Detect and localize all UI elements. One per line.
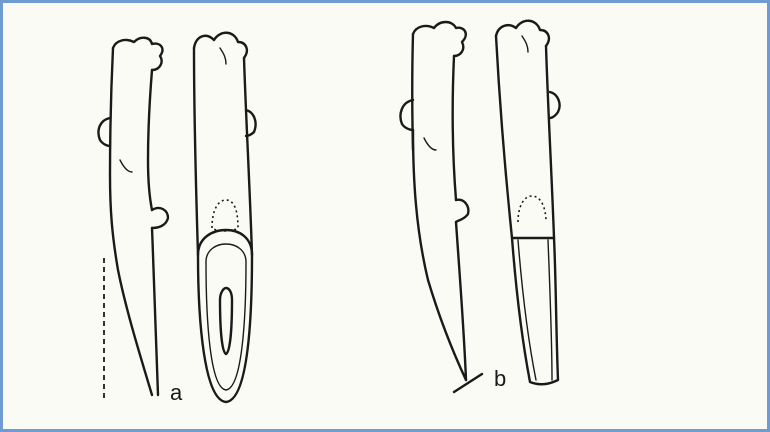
cutting-b-front-view bbox=[496, 21, 560, 384]
cutting-b-side-view bbox=[400, 22, 482, 392]
label-b: b bbox=[494, 366, 506, 391]
cutting-a-side-view bbox=[98, 38, 168, 398]
label-a: a bbox=[170, 380, 183, 405]
cutting-a-front-view bbox=[194, 33, 256, 402]
